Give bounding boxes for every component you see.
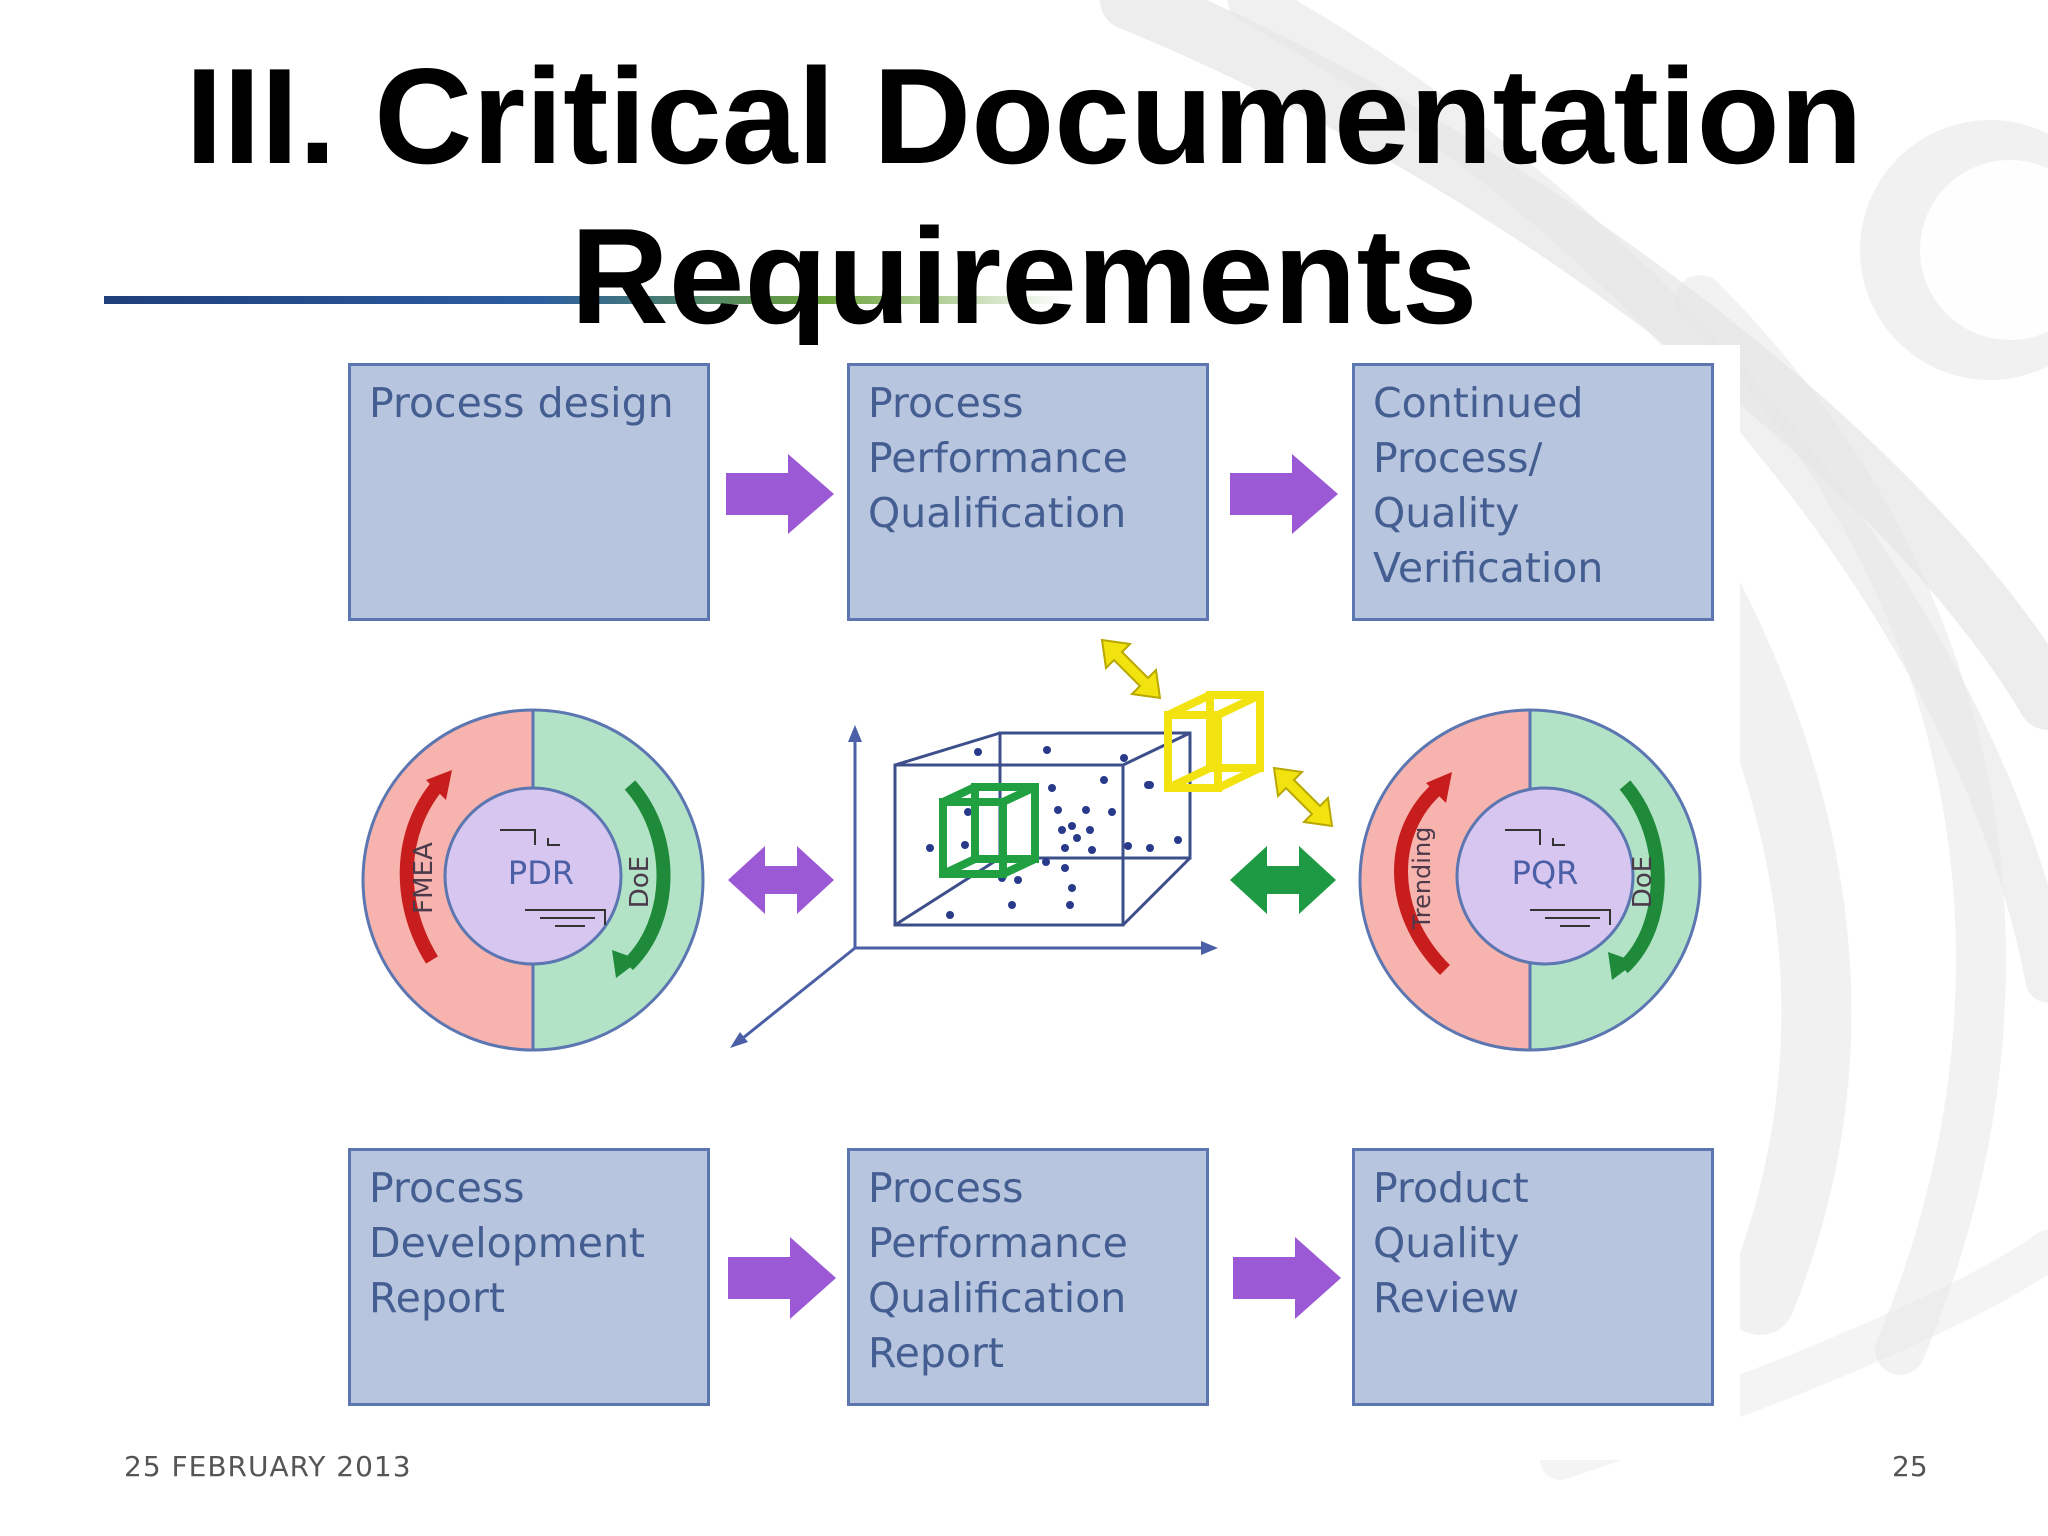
right-cycle-center-label: PQR bbox=[1512, 854, 1579, 892]
slide-title-line-2: Requirements bbox=[570, 200, 1478, 352]
box-text-line: Development bbox=[369, 1219, 646, 1267]
box-continued-process-verification: Continued Process/ Quality Verification bbox=[1352, 363, 1714, 621]
yellow-operating-space-cube bbox=[1164, 691, 1264, 792]
box-text-line: Process design bbox=[369, 379, 674, 427]
left-cycle-center-label: PDR bbox=[508, 854, 574, 892]
page-number: 25 bbox=[1892, 1450, 1928, 1483]
right-cycle-diagram: PQR Trending DoE bbox=[1358, 708, 1702, 1052]
box-text-line: Quality bbox=[1373, 1219, 1520, 1267]
box-product-quality-review: Product Quality Review bbox=[1352, 1148, 1714, 1406]
box-process-performance-qualification: Process Performance Qualification bbox=[847, 363, 1209, 621]
purple-right-arrow-icon bbox=[1233, 1237, 1341, 1319]
design-space-points bbox=[926, 746, 1182, 919]
design-space-axes bbox=[730, 725, 1218, 1048]
yellow-double-arrow-icon bbox=[1272, 766, 1334, 828]
green-control-space-cube bbox=[939, 783, 1039, 878]
box-text-line: Performance bbox=[868, 1219, 1128, 1267]
box-text-line: Qualification bbox=[868, 1274, 1127, 1322]
purple-right-arrow-icon bbox=[1230, 454, 1338, 534]
right-cycle-left-label: Trending bbox=[1408, 827, 1436, 931]
box-process-development-report: Process Development Report bbox=[348, 1148, 710, 1406]
purple-right-arrow-icon bbox=[728, 1237, 836, 1319]
footer-date: 25 FEBRUARY 2013 bbox=[124, 1450, 412, 1483]
green-double-arrow-icon bbox=[1230, 846, 1336, 914]
box-text-line: Process bbox=[868, 379, 1024, 427]
box-text-line: Process/ bbox=[1373, 434, 1543, 482]
slide-title-line-1: III. Critical Documentation bbox=[185, 40, 1863, 192]
box-text-line: Qualification bbox=[868, 489, 1127, 537]
purple-double-arrow-icon bbox=[728, 846, 834, 914]
title-underline-rule bbox=[104, 296, 1064, 304]
yellow-double-arrow-icon bbox=[1100, 638, 1162, 700]
box-text-line: Report bbox=[369, 1274, 505, 1322]
box-text-line: Quality bbox=[1373, 489, 1520, 537]
design-space-cube bbox=[893, 731, 1192, 927]
left-cycle-left-label: FMEA bbox=[409, 842, 439, 914]
slide-title: III. Critical Documentation Requirements bbox=[40, 36, 2008, 356]
box-text-line: Review bbox=[1373, 1274, 1520, 1322]
box-text-line: Performance bbox=[868, 434, 1128, 482]
box-text-line: Continued bbox=[1373, 379, 1584, 427]
left-cycle-diagram: PDR FMEA DoE bbox=[361, 708, 705, 1052]
box-ppq-report: Process Performance Qualification Report bbox=[847, 1148, 1209, 1406]
left-cycle-right-label: DoE bbox=[625, 856, 655, 908]
box-process-design: Process design bbox=[348, 363, 710, 621]
purple-right-arrow-icon bbox=[726, 454, 834, 534]
box-text-line: Report bbox=[868, 1329, 1004, 1377]
right-cycle-right-label: DoE bbox=[1628, 856, 1658, 908]
box-text-line: Process bbox=[369, 1164, 525, 1212]
box-text-line: Product bbox=[1373, 1164, 1529, 1212]
box-text-line: Verification bbox=[1373, 544, 1604, 592]
box-text-line: Process bbox=[868, 1164, 1024, 1212]
